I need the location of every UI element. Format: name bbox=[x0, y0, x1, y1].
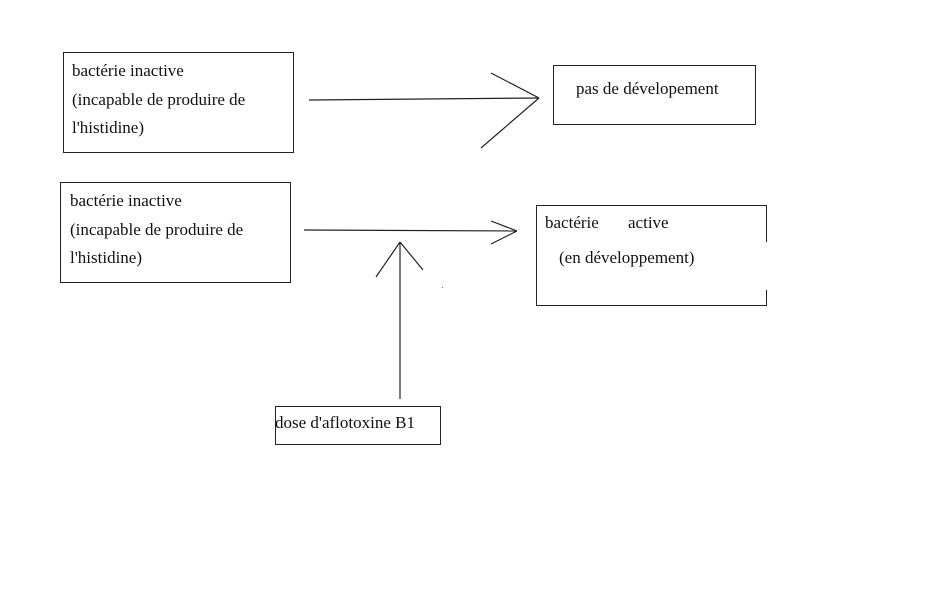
box-top-left-line-1: bactérie inactive bbox=[72, 61, 184, 80]
arrow-mid-head-upper bbox=[490, 220, 518, 232]
box-bottom-text: dose d'aflotoxine B1 bbox=[275, 413, 415, 432]
box-active-bacteria-border-lower bbox=[766, 290, 767, 306]
arrow-dose-head-right bbox=[399, 241, 424, 271]
box-no-development: pas de dévelopement bbox=[553, 65, 756, 125]
box-mid-left-line-3: l'histidine) bbox=[70, 248, 143, 267]
speck-mark bbox=[442, 287, 443, 288]
box-inactive-bacteria-middle: bactérie inactive (incapable de produire… bbox=[60, 182, 291, 283]
box-mid-left-line-1: bactérie inactive bbox=[70, 191, 182, 210]
arrow-mid-shaft bbox=[303, 229, 518, 232]
box-aflatoxin-dose: dose d'aflotoxine B1 bbox=[275, 406, 441, 445]
box-mid-right-line-2: (en développement) bbox=[559, 248, 695, 267]
box-top-right-text: pas de dévelopement bbox=[576, 79, 719, 98]
box-mid-right-word-bacterie: bactérie bbox=[545, 213, 599, 232]
box-inactive-bacteria-top: bactérie inactive (incapable de produire… bbox=[63, 52, 294, 153]
arrow-mid-head-lower bbox=[490, 230, 518, 245]
box-active-bacteria-border-upper bbox=[766, 205, 767, 242]
arrow-top-head-upper bbox=[490, 72, 540, 99]
box-mid-right-word-active: active bbox=[628, 213, 669, 232]
arrow-top-shaft bbox=[308, 97, 540, 101]
box-top-left-line-2: (incapable de produire de bbox=[72, 90, 246, 109]
box-mid-left-line-2: (incapable de produire de bbox=[70, 220, 244, 239]
arrow-top-head-lower bbox=[480, 97, 540, 149]
arrow-dose-head-left bbox=[375, 241, 401, 278]
box-top-left-line-3: l'histidine) bbox=[72, 118, 145, 137]
box-active-bacteria: bactérie active (en développement) bbox=[536, 205, 767, 306]
